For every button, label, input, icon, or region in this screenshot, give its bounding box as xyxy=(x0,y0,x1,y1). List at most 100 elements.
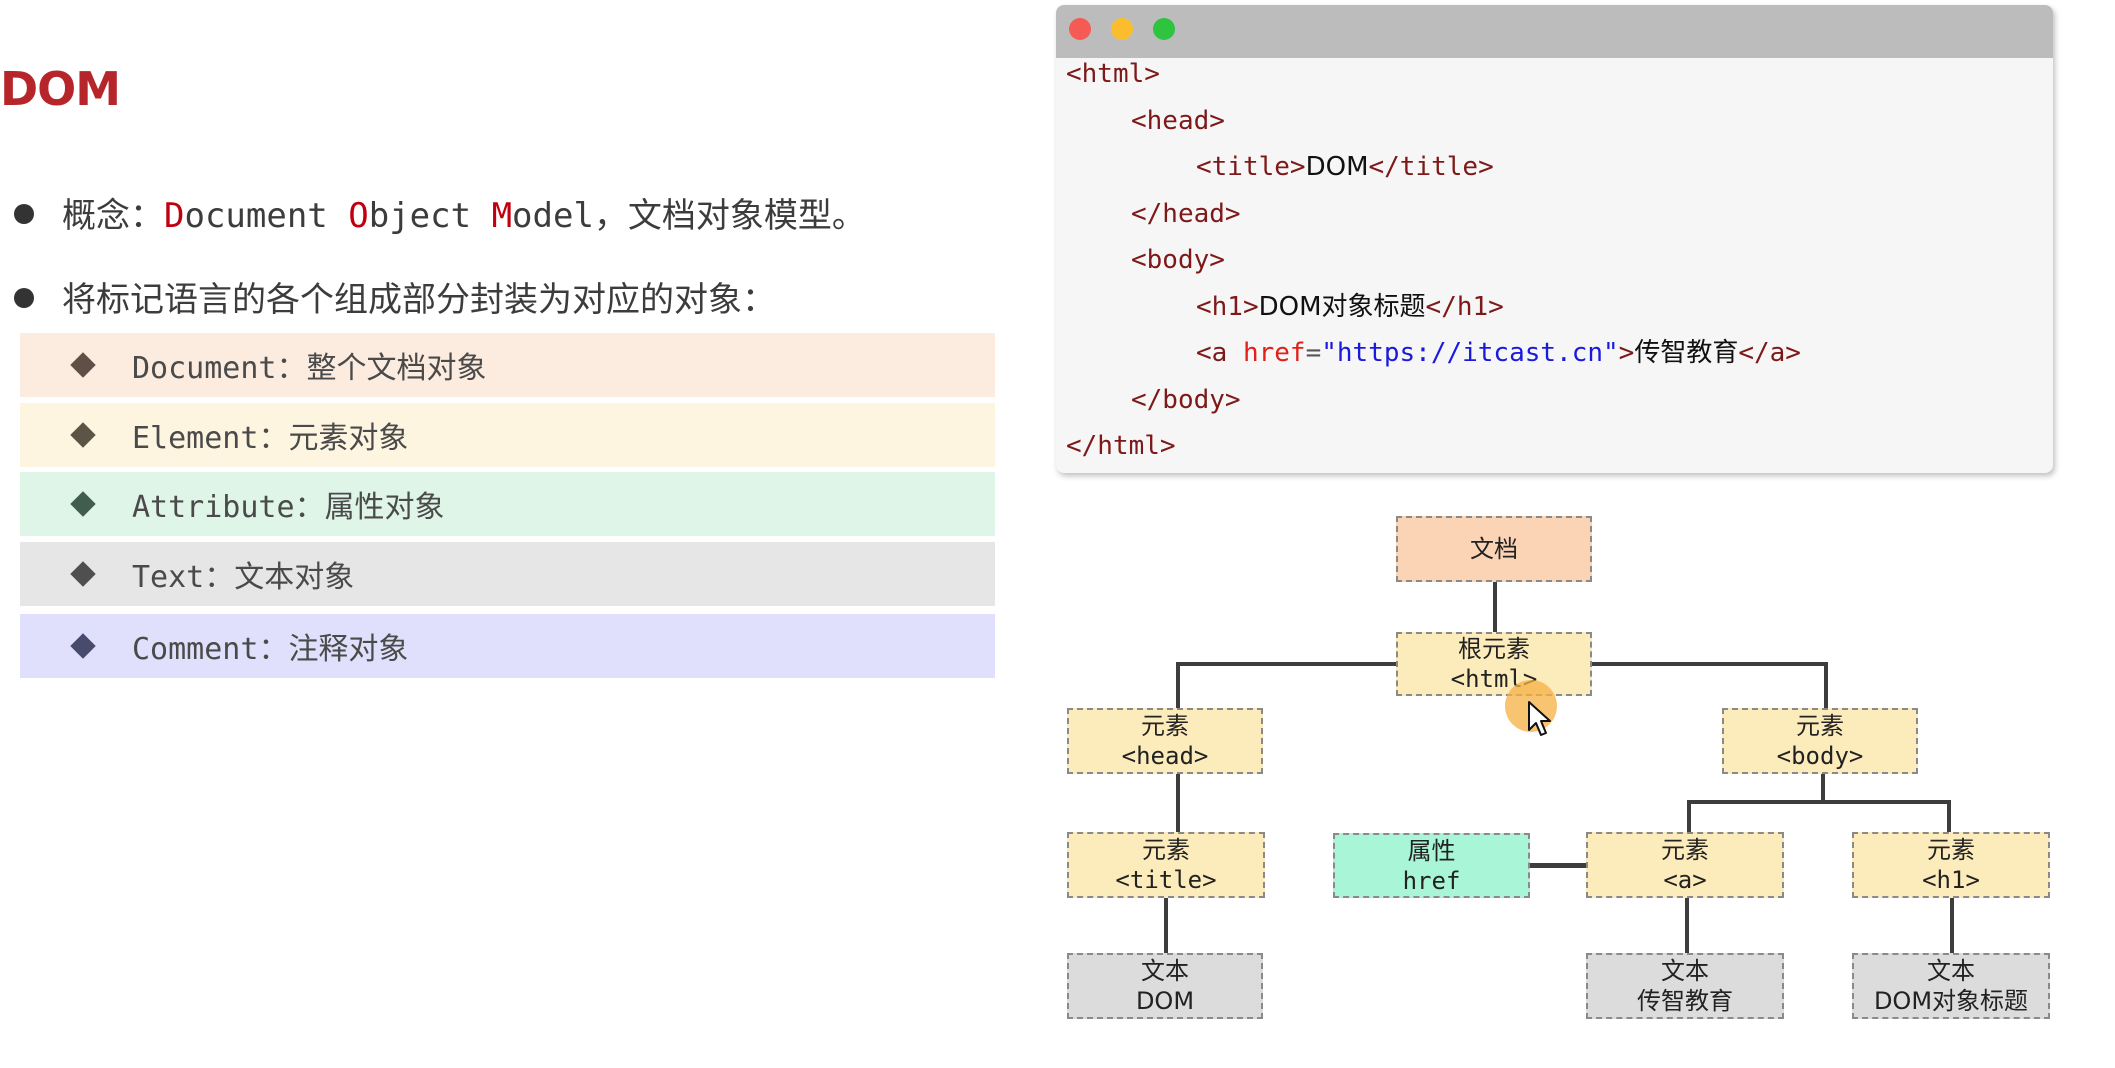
object-type-name: Comment xyxy=(132,632,259,667)
highlight-letter: M xyxy=(491,196,513,236)
node-value-label: <h1> xyxy=(1922,866,1980,894)
tree-node-body: 元素<body> xyxy=(1722,708,1918,774)
code-tag-close: </h1> xyxy=(1425,291,1504,322)
node-type-label: 元素 xyxy=(1796,712,1844,740)
tree-connector xyxy=(1950,898,1954,953)
word-rest: bject xyxy=(368,196,492,236)
page-title: DOM xyxy=(0,62,121,116)
highlight-letter: D xyxy=(164,196,185,236)
node-value-label: <title> xyxy=(1115,866,1217,894)
object-type-comment: Comment：注释对象 xyxy=(20,614,995,678)
node-type-label: 元素 xyxy=(1142,836,1190,864)
tree-connector xyxy=(1176,662,1180,708)
code-tag-close: </title> xyxy=(1368,152,1494,182)
tree-connector xyxy=(1530,863,1586,868)
tree-node-h1: 元素<h1> xyxy=(1852,832,2050,898)
colon: ： xyxy=(204,560,235,595)
node-type-label: 文本 xyxy=(1661,957,1709,985)
diamond-bullet-icon xyxy=(70,491,96,517)
tree-connector xyxy=(1685,898,1689,953)
code-tag-open: </head> xyxy=(1131,198,1241,229)
tree-node-html: 根元素<html> xyxy=(1396,632,1592,696)
code-text: 传智教育 xyxy=(1634,338,1739,368)
node-value-label: DOM对象标题 xyxy=(1873,987,2029,1015)
code-tag-open: </html> xyxy=(1066,431,1176,461)
bullet-concept: 概念：Document Object Model，文档对象模型。 xyxy=(14,188,866,237)
code-eq: = xyxy=(1305,338,1322,368)
code-tag-close: </a> xyxy=(1738,338,1801,368)
code-line: <a href="https://itcast.cn">传智教育</a> xyxy=(1196,338,1801,368)
code-tag-open: <body> xyxy=(1131,245,1225,275)
colon: ： xyxy=(276,351,307,386)
code-window: <html> <head> <title>DOM</title> </head> <bo… xyxy=(1056,5,2053,473)
code-tag-open: </body> xyxy=(1131,384,1241,415)
object-type-name: Text xyxy=(132,560,205,595)
colon: ： xyxy=(258,632,289,667)
word-rest: odel xyxy=(512,196,594,236)
code-tag-open: <title> xyxy=(1196,152,1306,182)
object-type-desc: 整个文档对象 xyxy=(306,351,487,386)
node-value-label: href xyxy=(1402,866,1461,895)
tree-connector xyxy=(1493,582,1497,632)
object-type-desc: 注释对象 xyxy=(288,632,409,667)
mouse-cursor-icon xyxy=(1528,701,1551,736)
colon: ： xyxy=(258,421,289,456)
code-line: <h1>DOM对象标题</h1> xyxy=(1196,292,1504,322)
code-line: <title>DOM</title> xyxy=(1196,152,1494,182)
tree-connector xyxy=(1821,774,1825,802)
code-tag-open: <head> xyxy=(1131,105,1225,136)
object-type-label: Element：元素对象 xyxy=(132,413,408,457)
tree-connector xyxy=(1164,898,1168,953)
diamond-bullet-icon xyxy=(70,633,96,659)
object-type-desc: 文本对象 xyxy=(234,560,355,595)
code-text: DOM xyxy=(1305,152,1369,182)
tree-connector xyxy=(1824,662,1828,708)
code-line: </html> xyxy=(1066,431,1176,461)
code-tag-open: <h1> xyxy=(1196,291,1259,322)
tree-connector xyxy=(1947,800,1951,832)
code-line: </body> xyxy=(1131,385,1241,415)
object-type-element: Element：元素对象 xyxy=(20,403,995,467)
minimize-button[interactable] xyxy=(1111,18,1133,40)
bullet-dot-icon xyxy=(14,287,34,308)
node-type-label: 文本 xyxy=(1927,957,1975,985)
colon: ： xyxy=(294,490,325,525)
bullet-text: 将标记语言的各个组成部分封装为对应的对象： xyxy=(62,280,776,320)
code-text: DOM对象标题 xyxy=(1258,291,1426,322)
node-value-label: <head> xyxy=(1121,742,1209,770)
diamond-bullet-icon xyxy=(70,352,96,378)
object-type-label: Attribute：属性对象 xyxy=(132,482,445,526)
word-rest: ocument xyxy=(184,196,349,236)
object-type-text: Text：文本对象 xyxy=(20,542,995,606)
tree-node-head: 元素<head> xyxy=(1067,708,1263,774)
object-type-document: Document：整个文档对象 xyxy=(20,333,995,397)
tree-connector xyxy=(1176,662,1396,666)
code-line: <html> xyxy=(1066,59,1160,89)
object-type-name: Attribute xyxy=(132,490,295,525)
tree-node-a: 元素<a> xyxy=(1586,832,1784,898)
code-gt: > xyxy=(1618,338,1635,368)
tree-connector xyxy=(1176,774,1180,832)
maximize-button[interactable] xyxy=(1153,18,1175,40)
node-type-label: 元素 xyxy=(1927,836,1975,864)
diamond-bullet-icon xyxy=(70,422,96,448)
node-value-label: <body> xyxy=(1776,742,1864,770)
bullet-encapsulation: 将标记语言的各个组成部分封装为对应的对象： xyxy=(14,272,776,321)
node-value-label: <a> xyxy=(1663,866,1707,894)
node-value-label: 传智教育 xyxy=(1637,987,1733,1015)
tree-connector xyxy=(1592,662,1828,666)
code-tag-open: <html> xyxy=(1066,59,1160,89)
tree-connector xyxy=(1687,800,1947,804)
code-line: <body> xyxy=(1131,245,1225,275)
code-line: </head> xyxy=(1131,199,1241,229)
close-button[interactable] xyxy=(1069,18,1091,40)
node-type-label: 元素 xyxy=(1661,836,1709,864)
diamond-bullet-icon xyxy=(70,561,96,587)
node-type-label: 属性 xyxy=(1407,836,1456,865)
bullet-prefix: 概念： xyxy=(62,196,164,236)
object-type-label: Comment：注释对象 xyxy=(132,624,408,668)
tree-connector xyxy=(1687,800,1691,832)
code-tag-open: <a xyxy=(1196,338,1243,368)
